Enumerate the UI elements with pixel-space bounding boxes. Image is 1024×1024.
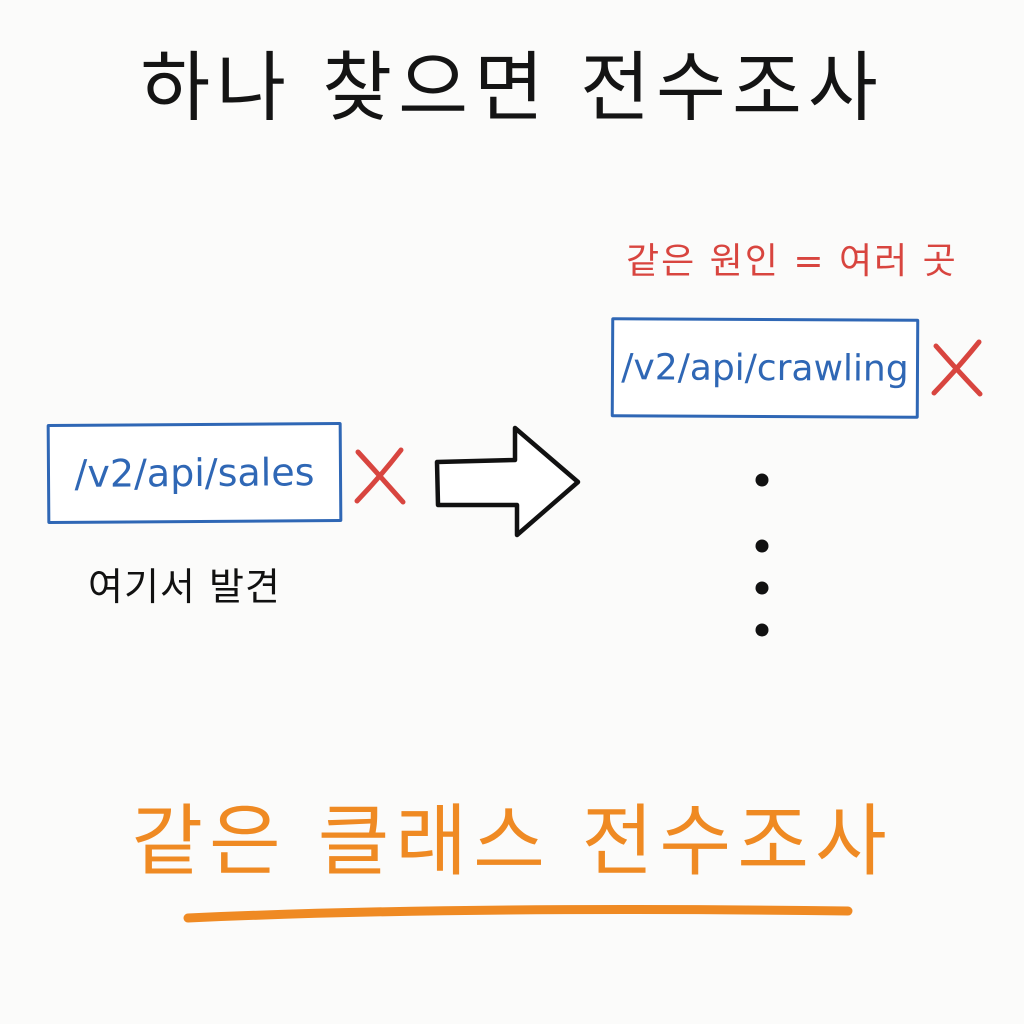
same-cause-note: 같은 원인 = 여러 곳 [626, 241, 958, 282]
page-title: 하나 찾으면 전수조사 [140, 43, 884, 132]
right-arrow-icon [434, 425, 581, 538]
conclusion-text: 같은 클래스 전수조사 [131, 797, 893, 887]
found-here-note: 여기서 발견 [88, 565, 281, 609]
conclusion-underline [183, 905, 853, 923]
x-mark-icon [354, 447, 406, 505]
vertical-ellipsis-icon [755, 473, 769, 637]
x-mark-icon [931, 339, 983, 397]
